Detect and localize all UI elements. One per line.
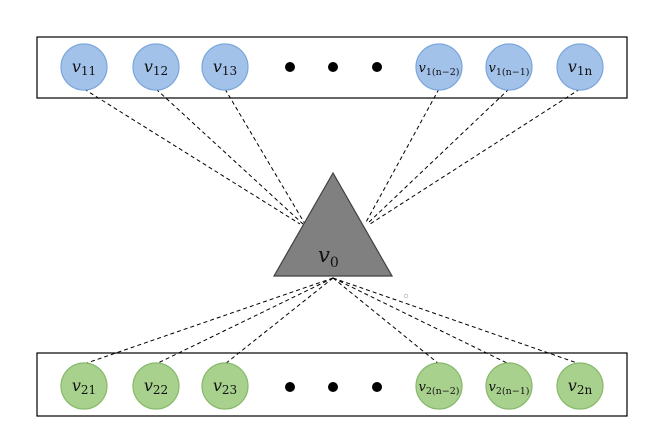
top-edge-3 xyxy=(224,88,306,225)
top-ellipsis-dot xyxy=(328,62,338,72)
top-node-label: v11 xyxy=(72,57,96,78)
top-node-5: v1(n−1) xyxy=(485,43,533,91)
bottom-node-5: v2(n−1) xyxy=(485,362,533,410)
top-node-label-sub: 1(n−1) xyxy=(496,67,530,78)
top-node-3: v13 xyxy=(201,43,249,91)
bottom-node-label-base: v xyxy=(568,376,577,395)
top-node-label-sub: 1n xyxy=(577,64,593,78)
bottom-node-label-sub: 2(n−1) xyxy=(496,386,530,397)
bottom-node-label-sub: 21 xyxy=(81,383,96,397)
bottom-node-label-base: v xyxy=(72,376,81,395)
bottom-edge-2 xyxy=(155,277,334,365)
bottom-edge-5 xyxy=(332,277,510,365)
bottom-node-label-sub: 2n xyxy=(577,383,593,397)
top-node-label-sub: 12 xyxy=(153,64,168,78)
bottom-ellipsis-dot xyxy=(328,382,338,392)
top-node-6: v1n xyxy=(556,43,604,91)
top-node-label-base: v xyxy=(213,57,222,76)
top-node-label-base: v xyxy=(144,57,153,76)
bottom-node-label-sub: 23 xyxy=(222,383,237,397)
bottom-node-label: v22 xyxy=(144,376,168,397)
bottom-node-circle xyxy=(556,362,604,410)
top-node-circle xyxy=(60,43,108,91)
bottom-node-label-base: v xyxy=(144,376,153,395)
bottom-edge-3 xyxy=(224,277,334,365)
bottom-edge-6 xyxy=(332,277,581,365)
top-node-label-sub: 11 xyxy=(81,64,96,78)
top-node-label: v13 xyxy=(213,57,237,78)
bottom-node-6: v2n xyxy=(556,362,604,410)
bottom-node-circle xyxy=(201,362,249,410)
bottom-node-4: v2(n−2) xyxy=(415,362,463,410)
bottom-node-circle xyxy=(60,362,108,410)
hub-label: v0 xyxy=(318,243,339,271)
bottom-node-circle xyxy=(132,362,180,410)
bottom-node-label-base: v xyxy=(489,380,497,395)
faint-speck xyxy=(403,293,409,299)
edges xyxy=(83,88,581,365)
bottom-edge-4 xyxy=(332,277,440,365)
bottom-ellipsis-dot xyxy=(285,382,295,392)
bottom-node-label-base: v xyxy=(213,376,222,395)
top-node-1: v11 xyxy=(60,43,108,91)
top-node-circle xyxy=(132,43,180,91)
bottom-node-circle xyxy=(485,362,533,410)
bottom-node-label: v2(n−2) xyxy=(419,380,460,397)
bottom-node-label: v2(n−1) xyxy=(489,380,530,397)
top-edge-2 xyxy=(155,88,304,225)
hub-triangle xyxy=(272,171,394,277)
bottom-node-3: v23 xyxy=(201,362,249,410)
top-node-4: v1(n−2) xyxy=(415,43,463,91)
bottom-node-circle xyxy=(415,362,463,410)
top-node-label-sub: 13 xyxy=(222,64,237,78)
top-ellipsis-dot xyxy=(372,62,382,72)
hub-label-base: v xyxy=(318,243,330,267)
bottom-ellipsis xyxy=(285,382,382,392)
top-node-label-base: v xyxy=(419,61,427,76)
top-edge-5 xyxy=(366,88,510,225)
bottom-edge-1 xyxy=(83,277,334,365)
bottom-node-label-sub: 2(n−2) xyxy=(426,386,460,397)
top-node-circle xyxy=(556,43,604,91)
bottom-node-1: v21 xyxy=(60,362,108,410)
top-node-label: v1(n−2) xyxy=(419,61,460,78)
bottom-node-2: v22 xyxy=(132,362,180,410)
bottom-ellipsis-dot xyxy=(372,382,382,392)
top-node-circle xyxy=(485,43,533,91)
top-node-label: v1n xyxy=(568,57,593,78)
top-node-label: v12 xyxy=(144,57,168,78)
top-node-label-sub: 1(n−2) xyxy=(426,67,460,78)
top-ellipsis-dot xyxy=(285,62,295,72)
top-node-2: v12 xyxy=(132,43,180,91)
top-node-circle xyxy=(201,43,249,91)
bottom-node-label-base: v xyxy=(419,380,427,395)
bottom-node-label-sub: 22 xyxy=(153,383,168,397)
top-node-circle xyxy=(415,43,463,91)
top-node-label-base: v xyxy=(72,57,81,76)
top-ellipsis xyxy=(285,62,382,72)
bottom-node-label: v2n xyxy=(568,376,593,397)
top-node-label-base: v xyxy=(489,61,497,76)
top-node-label: v1(n−1) xyxy=(489,61,530,78)
bottom-node-label: v21 xyxy=(72,376,96,397)
bottom-node-label: v23 xyxy=(213,376,237,397)
top-edge-4 xyxy=(364,88,440,225)
top-edge-1 xyxy=(83,88,301,225)
top-node-label-base: v xyxy=(568,57,577,76)
hub-label-sub: 0 xyxy=(330,255,339,271)
